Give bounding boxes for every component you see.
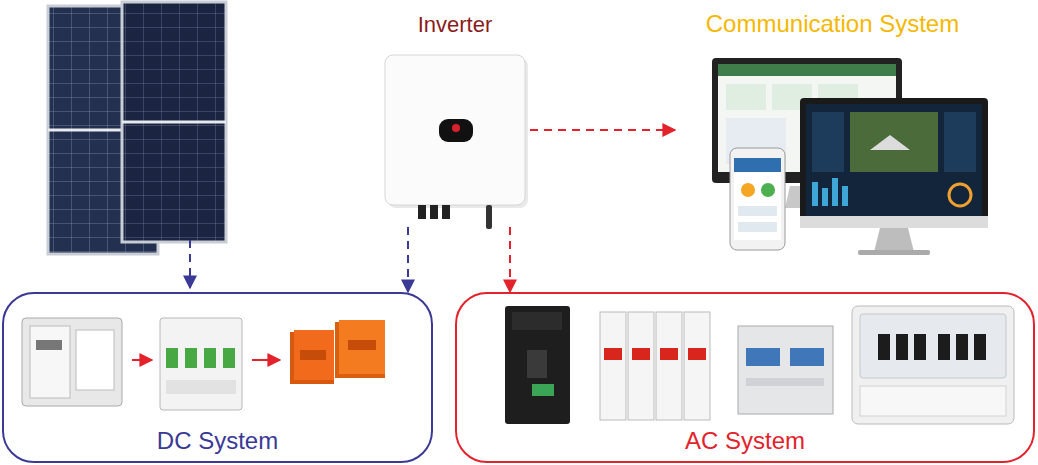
ac-system-box: AC System	[455, 292, 1035, 463]
monitoring-screens-part	[812, 182, 818, 206]
inverter-unit-part	[385, 55, 525, 205]
node-heading: AC System	[685, 427, 805, 455]
node-heading: Inverter	[418, 12, 493, 37]
ac-components-part	[628, 312, 654, 420]
dashed-arrow	[509, 227, 511, 292]
dashed-arrow	[530, 129, 675, 131]
ac-components-part	[604, 348, 622, 360]
dc-components-part	[204, 348, 216, 368]
ac-components-part	[532, 384, 554, 396]
monitoring-screens-part	[800, 216, 988, 228]
ac-components-part	[852, 306, 1014, 424]
ac-components-part	[956, 334, 968, 360]
monitoring-screens-part	[842, 186, 848, 206]
ac-components-part	[512, 312, 562, 330]
ac-components-part	[896, 334, 908, 360]
monitoring-screens-part	[832, 178, 838, 206]
ac-components-part	[878, 334, 890, 360]
dc-components-part	[300, 350, 326, 360]
inverter-unit-part	[439, 119, 473, 142]
node-heading: Communication System	[706, 10, 959, 38]
solar-panels-part	[122, 2, 226, 242]
dc-components-part	[160, 318, 242, 410]
dc-components	[22, 318, 385, 410]
monitoring-screens-part	[850, 112, 938, 172]
monitoring-screens-part	[726, 84, 766, 110]
inverter-unit-part	[442, 205, 450, 219]
dashed-arrow	[407, 227, 409, 292]
monitoring-screens-part	[874, 228, 914, 252]
monitoring-screens-part	[738, 222, 777, 232]
dc-components-part	[185, 348, 197, 368]
monitoring-screens-part	[718, 64, 896, 76]
ac-components-part	[656, 312, 682, 420]
ac-components-part	[974, 334, 986, 360]
monitoring-screens-part	[822, 188, 828, 206]
dc-components-part	[36, 340, 62, 350]
dc-components-part	[348, 340, 376, 350]
dc-components-part	[30, 326, 70, 398]
monitoring-screens-part	[761, 183, 775, 197]
solar-panels-part	[189, 240, 191, 288]
inverter-unit-part	[430, 205, 438, 219]
monitoring-screens-part	[734, 158, 781, 240]
dc-components-part	[166, 380, 236, 394]
dc-components-part	[166, 348, 178, 368]
dc-components-part	[132, 359, 152, 361]
monitoring-screens-part	[812, 112, 844, 172]
solar-panels-part	[122, 121, 226, 124]
ac-components-part	[600, 312, 626, 420]
ac-components	[505, 306, 1014, 424]
communication-group: Communication System	[675, 10, 990, 260]
ac-components-part	[684, 312, 710, 420]
ac-components-part	[746, 378, 824, 386]
ac-components-part	[938, 334, 950, 360]
dc-components-part	[223, 348, 235, 368]
inverter-unit	[385, 55, 528, 229]
node-heading: DC System	[157, 427, 278, 455]
ac-components-part	[914, 334, 926, 360]
monitoring-screens-part	[741, 183, 755, 197]
dc-system-box: DC System	[2, 292, 433, 463]
ac-components-part	[790, 348, 824, 366]
monitoring-screens-part	[944, 112, 976, 172]
ac-components-part	[746, 348, 780, 366]
inverter-unit-part	[418, 205, 426, 219]
monitoring-screens-part	[738, 206, 777, 216]
ac-components-part	[632, 348, 650, 360]
ac-components-part	[688, 348, 706, 360]
monitoring-screens-part	[730, 148, 785, 250]
dc-components-part	[339, 320, 385, 374]
dc-components-part	[294, 330, 334, 380]
ac-components-part	[860, 314, 1006, 378]
monitoring-screens-part	[734, 158, 781, 172]
monitoring-screens-part	[858, 250, 930, 255]
ac-components-part	[505, 306, 570, 424]
solar-panels	[48, 2, 226, 288]
inverter-group: Inverter	[380, 12, 530, 227]
ac-components-part	[527, 350, 547, 378]
ac-components-part	[860, 386, 1006, 416]
inverter-unit-part	[452, 124, 460, 132]
monitoring-screens-part	[870, 135, 910, 150]
ac-components-part	[738, 326, 833, 414]
monitoring-screens-part	[949, 184, 971, 206]
dc-components-part	[76, 330, 114, 390]
monitoring-screens	[712, 58, 988, 255]
monitoring-screens-part	[800, 98, 988, 228]
dc-components-part	[252, 359, 280, 361]
dc-components-part	[22, 318, 122, 406]
ac-components-part	[660, 348, 678, 360]
inverter-unit-part	[486, 205, 492, 229]
monitoring-screens-part	[806, 104, 982, 216]
